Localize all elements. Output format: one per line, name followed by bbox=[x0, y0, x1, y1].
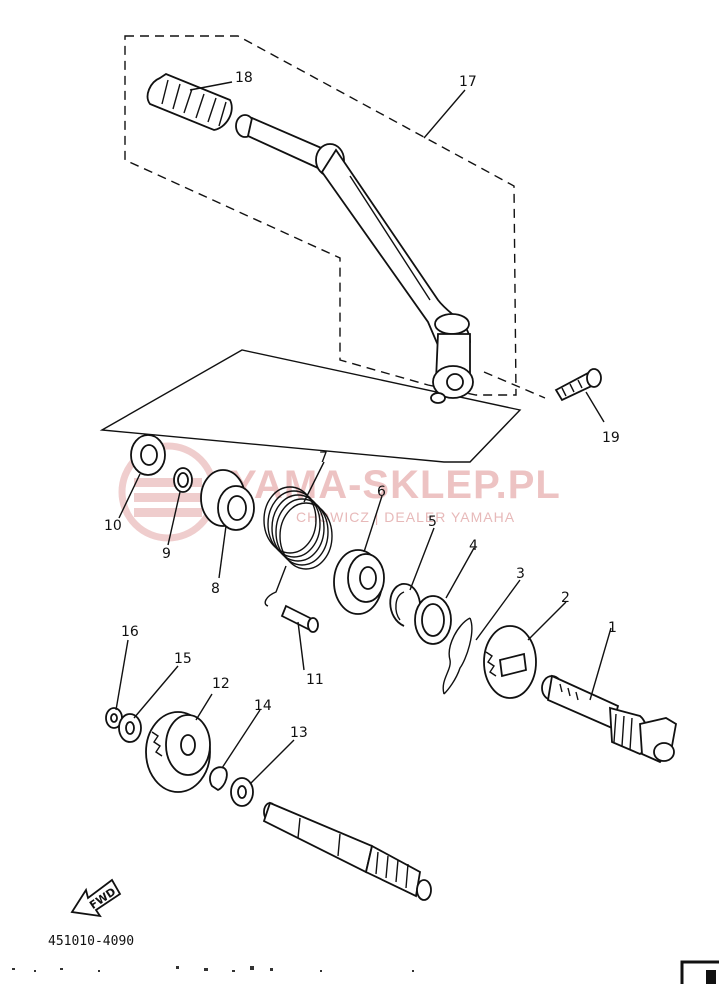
kick-lever-part bbox=[246, 116, 474, 404]
fwd-arrow-icon: FWD bbox=[70, 878, 122, 918]
callout-13: 13 bbox=[290, 725, 308, 741]
watermark-title: YAMA-SKLEP.PL bbox=[230, 463, 561, 507]
callout-14: 14 bbox=[254, 698, 272, 714]
pin-part bbox=[280, 604, 319, 633]
crankcase-reference-outline bbox=[99, 349, 522, 463]
torsion-spring-part bbox=[263, 486, 333, 607]
diagram-code: 451010-4090 bbox=[48, 934, 134, 949]
circlip-part bbox=[173, 467, 193, 493]
washer-gear-part bbox=[118, 713, 142, 743]
callout-4: 4 bbox=[469, 538, 478, 554]
callout-8: 8 bbox=[211, 581, 220, 597]
callout-3: 3 bbox=[516, 566, 525, 582]
callout-9: 9 bbox=[162, 546, 171, 562]
callout-5: 5 bbox=[428, 514, 437, 530]
callout-12: 12 bbox=[212, 676, 230, 692]
kick-axle-part bbox=[541, 674, 677, 764]
watermark: YAMA-SKLEP.PL CHOWICZ | DEALER YAMAHA bbox=[118, 442, 561, 542]
leader-lines bbox=[115, 81, 612, 785]
callout-15: 15 bbox=[174, 651, 192, 667]
callout-numbers: 1 2 3 4 5 6 7 8 9 10 11 12 13 14 15 16 1… bbox=[104, 70, 620, 741]
callout-2: 2 bbox=[561, 590, 570, 606]
plate-washer-part bbox=[333, 549, 385, 615]
kick-lever-assembly-outline bbox=[124, 35, 517, 396]
callout-16: 16 bbox=[121, 624, 139, 640]
kick-idle-gear-part bbox=[145, 711, 211, 793]
oil-seal-part bbox=[130, 434, 166, 476]
callout-18: 18 bbox=[235, 70, 253, 86]
shaft-part bbox=[262, 801, 432, 901]
callout-6: 6 bbox=[377, 484, 386, 500]
spring-guide-part bbox=[200, 469, 255, 531]
circlip-gear-part bbox=[105, 707, 123, 729]
callout-17: 17 bbox=[459, 74, 477, 90]
page-corner-frame bbox=[680, 960, 719, 984]
scan-noise bbox=[12, 966, 414, 972]
callout-10: 10 bbox=[104, 518, 122, 534]
page-corner-glyph bbox=[706, 970, 716, 984]
callout-7: 7 bbox=[319, 450, 328, 466]
washer-axle-part bbox=[230, 777, 254, 807]
ratchet-wheel-part bbox=[483, 625, 537, 699]
clip-spring-part bbox=[442, 617, 473, 695]
watermark-subtitle: CHOWICZ | DEALER YAMAHA bbox=[296, 509, 515, 525]
callout-11: 11 bbox=[306, 672, 324, 688]
bolt-part bbox=[554, 368, 602, 402]
callout-1: 1 bbox=[608, 620, 617, 636]
circlip-axle-part bbox=[209, 766, 228, 792]
bolt-guide-line bbox=[483, 371, 546, 399]
callout-19: 19 bbox=[602, 430, 620, 446]
washer-part bbox=[414, 595, 452, 645]
